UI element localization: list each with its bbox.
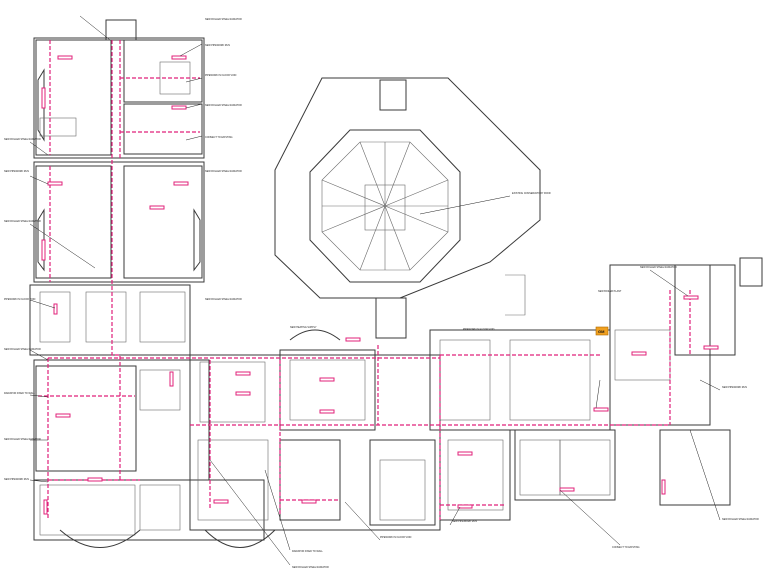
left-wing [29,19,276,548]
note-text: NEW ROLLED STEEL RADIATOR [4,220,41,223]
note-text: NEW PIPEWORK RUN [722,386,747,389]
note-text: CONNECT TO EXISTING [205,136,233,139]
leader-lines [29,15,721,566]
pipework [38,40,691,520]
note-text: NEW ROLLED STEEL RADIATOR [205,18,242,21]
note-text: PIPEWORK IN FLOOR VOID [463,328,495,331]
note-text: NEW ROLLED STEEL RADIATOR [4,138,41,141]
note-text: NEW PIPEWORK RUN [205,44,230,47]
note-text: NEW ROLLED STEEL RADIATOR [722,518,759,521]
note-text: NEW ROLLED STEEL RADIATOR [292,566,329,569]
note-text: EXISTING CONSERVATORY ROOF [512,192,551,195]
note-text: CONNECT TO EXISTING [612,546,640,549]
note-text: RADIATOR FIXED TO WALL [4,392,35,395]
note-text: NEW ROLLED STEEL RADIATOR [640,266,677,269]
radiators [41,55,719,515]
note-text: NEW ROLLED STEEL RADIATOR [4,348,41,351]
note-text: PIPEWORK IN FLOOR VOID [4,298,36,301]
octagon-structure [274,77,541,339]
annotation-notes: NEW ROLLED STEEL RADIATOR NEW PIPEWORK R… [4,18,759,569]
note-text: NEW BOILER PLANT [598,290,622,293]
note-text: NEW HEATING SUPPLY [290,326,317,329]
note-text: RADIATOR FIXED TO WALL [292,550,323,553]
note-text: NEW ROLLED STEEL RADIATOR [205,298,242,301]
note-text: NEW PIPEWORK RUN [4,170,29,173]
note-text: NEW ROLLED STEEL RADIATOR [205,104,242,107]
note-text: PIPEWORK IN FLOOR VOID [205,74,237,77]
note-text: NEW PIPEWORK RUN [4,478,29,481]
note-text: NEW PIPEWORK RUN [452,520,477,523]
note-text: NEW ROLLED STEEL RADIATOR [205,170,242,173]
gas-meter-marker: GM [595,326,609,336]
note-text: PIPEWORK IN FLOOR VOID [380,536,412,539]
note-text: NEW ROLLED STEEL RADIATOR [4,438,41,441]
right-wing [429,257,763,521]
gas-meter-label: GM [598,329,605,334]
